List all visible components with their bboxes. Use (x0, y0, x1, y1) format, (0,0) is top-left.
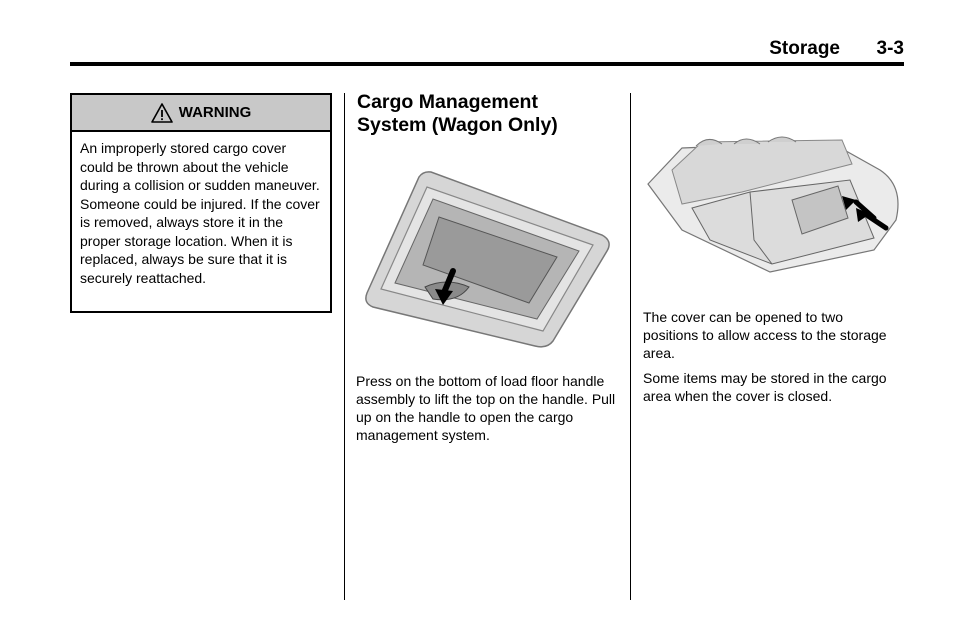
warning-text: An improperly stored cargo cover could b… (80, 140, 320, 286)
column-divider-right (630, 93, 631, 600)
load-floor-handle-illustration (365, 171, 610, 348)
cargo-area-illustration (647, 136, 899, 273)
header-rule (70, 62, 904, 66)
section-title: Storage (769, 38, 840, 59)
column-divider-left (344, 93, 345, 600)
warning-label: WARNING (178, 104, 252, 121)
heading-line-2: System (Wagon Only) (357, 114, 558, 136)
page-header: Storage 3-3 (70, 36, 904, 60)
instruction-paragraph: Press on the bottom of load floor handle… (356, 373, 616, 443)
page-number: 3-3 (876, 38, 904, 59)
section-heading: Cargo Management System (Wagon Only) (357, 91, 617, 137)
heading-line-1: Cargo Management (357, 91, 538, 113)
warning-header: WARNING (72, 95, 330, 132)
cover-positions-paragraph: The cover can be opened to two positions… (643, 309, 887, 361)
storage-items-paragraph: Some items may be stored in the cargo ar… (643, 370, 887, 404)
warning-box: WARNING An improperly stored cargo cover… (70, 93, 332, 313)
warning-triangle-icon (150, 102, 173, 123)
